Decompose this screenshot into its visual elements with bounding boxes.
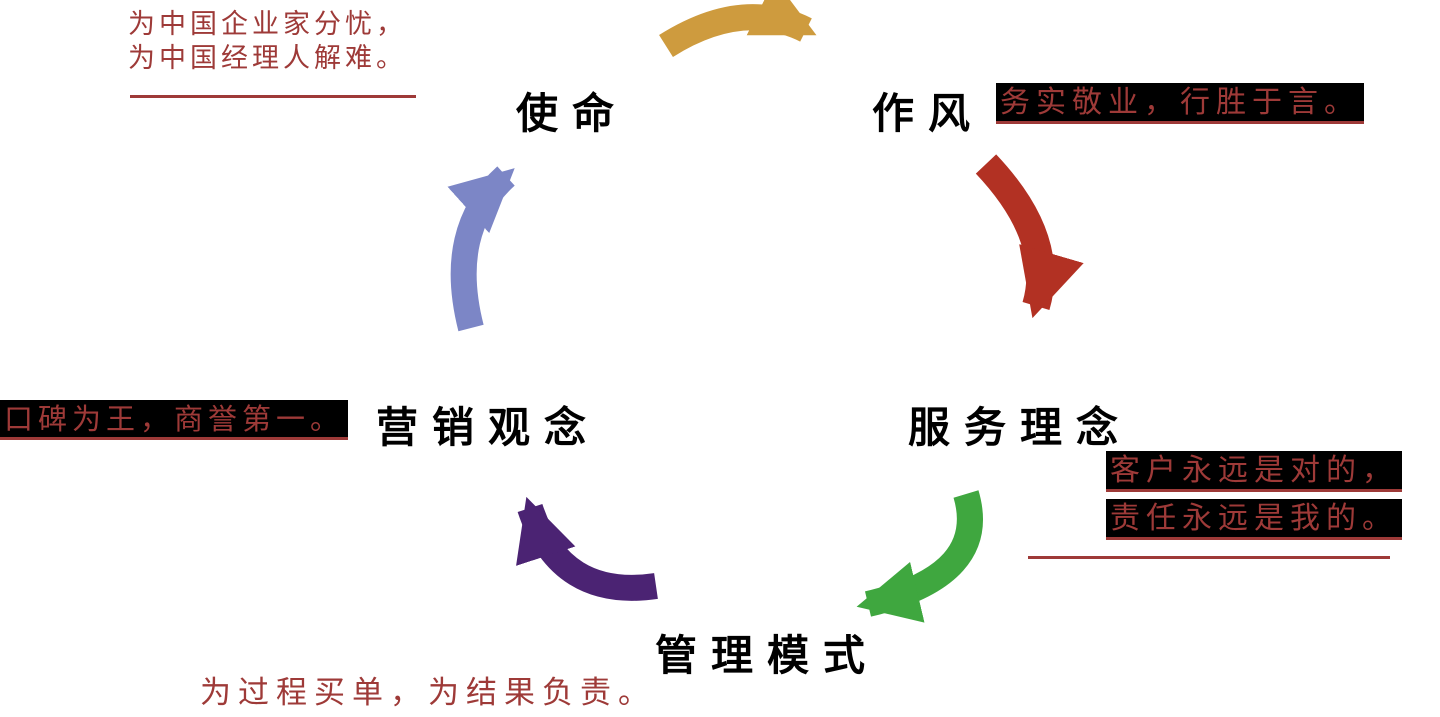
arrow-service-to-management-icon — [856, 490, 983, 623]
annotation-service-line1-text: 客户永远是对的， — [1106, 451, 1402, 492]
annotation-mission: 为中国企业家分忧， 为中国经理人解难。 — [128, 8, 407, 76]
annotation-management-text: 为过程买单，为结果负责。 — [200, 675, 656, 717]
annotation-mission-underline — [130, 95, 416, 98]
annotation-service-line1: 客户永远是对的， — [1106, 451, 1402, 492]
arrow-mission-to-style-icon — [659, 0, 817, 58]
annotation-service-line2-text: 责任永远是我的。 — [1106, 499, 1402, 540]
annotation-style: 务实敬业，行胜于言。 — [996, 83, 1364, 124]
annotation-service-line2: 责任永远是我的。 — [1106, 499, 1402, 540]
annotation-mission-line2: 为中国经理人解难。 — [128, 43, 407, 74]
node-style: 作风 — [872, 89, 985, 138]
annotation-marketing-text: 口碑为王，商誉第一。 — [0, 400, 349, 440]
node-service: 服务理念 — [908, 403, 1133, 452]
annotation-marketing: 口碑为王，商誉第一。 — [0, 400, 349, 440]
arrow-management-to-marketing-icon — [516, 496, 658, 601]
node-marketing: 营销观念 — [376, 403, 601, 452]
arrow-marketing-to-mission-icon — [447, 166, 515, 332]
node-mission: 使命 — [516, 89, 629, 138]
arrow-style-to-service-icon — [975, 154, 1084, 319]
annotation-mission-line1: 为中国企业家分忧， — [128, 9, 407, 40]
annotation-management: 为过程买单，为结果负责。 — [200, 674, 656, 717]
node-management: 管理模式 — [655, 631, 880, 680]
annotation-style-text: 务实敬业，行胜于言。 — [996, 83, 1364, 124]
annotation-service: 客户永远是对的， 责任永远是我的。 — [1106, 451, 1402, 548]
annotation-service-underline — [1028, 556, 1390, 559]
